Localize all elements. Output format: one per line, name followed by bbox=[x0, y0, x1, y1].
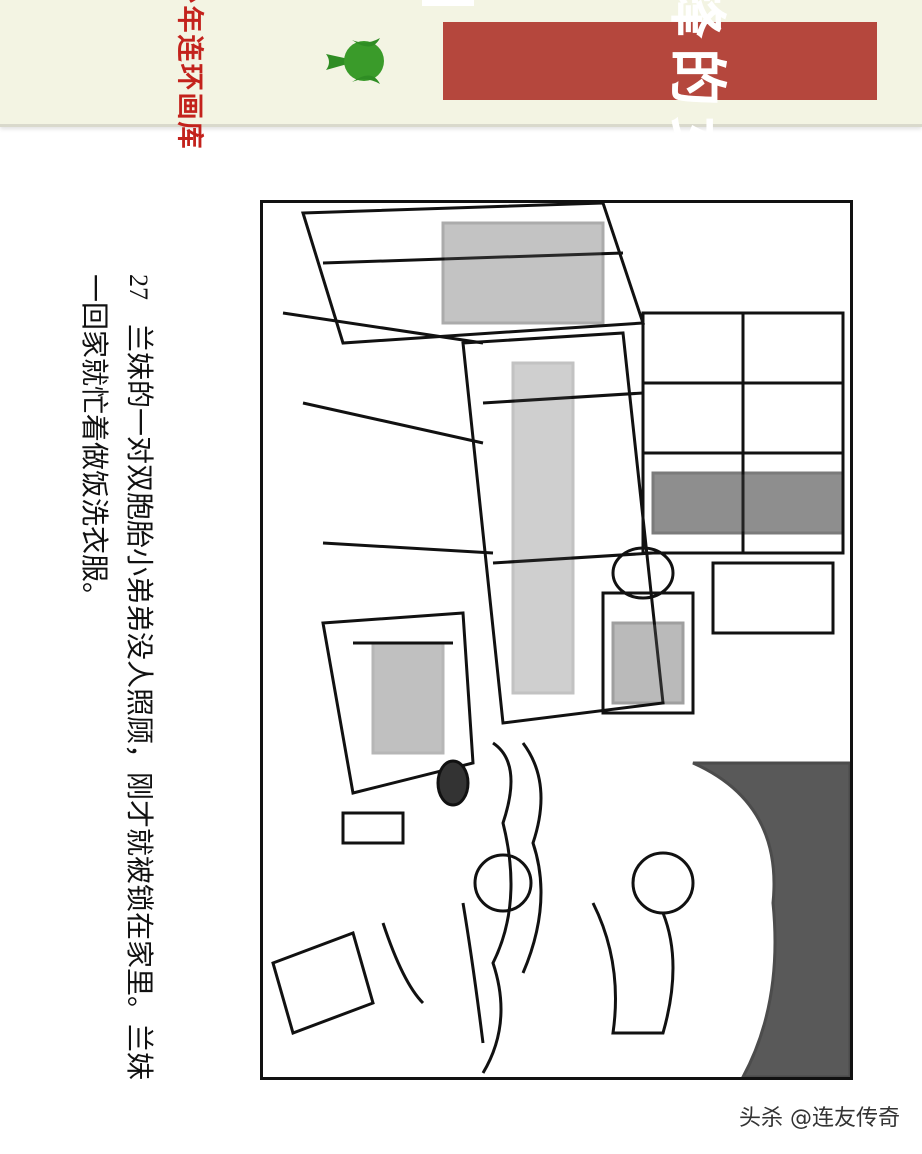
comic-illustration bbox=[260, 200, 853, 1080]
caption-line-1: 27 兰妹的一对双胞胎小弟弟没人照顾，刚才就被锁在家里。兰妹 bbox=[116, 274, 161, 1154]
series-label: 少年连环画库 bbox=[173, 0, 205, 150]
caption-text: 27 兰妹的一对双胞胎小弟弟没人照顾，刚才就被锁在家里。兰妹 一回家就忙着做饭洗衣… bbox=[71, 274, 161, 1154]
title-banner: 阴中锋的女孩子 bbox=[443, 0, 877, 252]
watermark: 头杀 @连友传奇 bbox=[739, 1106, 900, 1131]
leaf-logo-icon bbox=[326, 38, 384, 84]
header-tab bbox=[422, 0, 474, 6]
header-band: 少年连环画库 阴中锋的女孩子 bbox=[0, 0, 922, 252]
page-title: 阴中锋的女孩子 bbox=[663, 0, 731, 252]
caption-line-2: 一回家就忙着做饭洗衣服。 bbox=[78, 274, 111, 611]
panel-number: 27 bbox=[124, 274, 153, 300]
caption-line-1-text: 兰妹的一对双胞胎小弟弟没人照顾，刚才就被锁在家里。兰妹 bbox=[123, 324, 156, 1081]
